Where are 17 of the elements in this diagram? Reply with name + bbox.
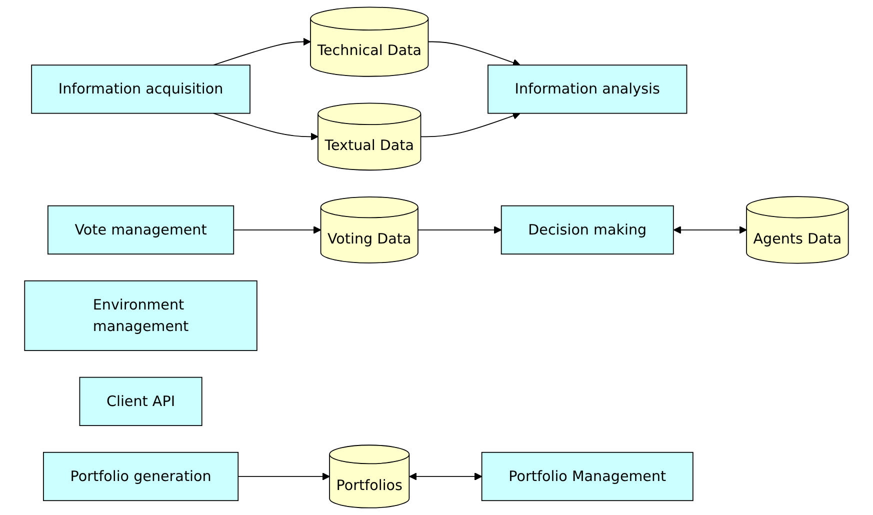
arrow bbox=[233, 226, 322, 234]
node-box: Information acquisition bbox=[31, 64, 250, 114]
node-box: Client API bbox=[79, 376, 202, 426]
arrow bbox=[673, 226, 747, 234]
arrow bbox=[428, 41, 520, 66]
node-box: Information analysis bbox=[488, 64, 688, 114]
arrow bbox=[418, 226, 502, 234]
arrow bbox=[213, 112, 318, 141]
arrow bbox=[213, 38, 311, 66]
arrow bbox=[420, 112, 520, 138]
node-box: Portfolio generation bbox=[43, 452, 239, 502]
node-box: Vote management bbox=[47, 205, 234, 254]
arrow bbox=[238, 472, 330, 480]
node-box: Portfolio Management bbox=[481, 452, 694, 502]
arrow bbox=[409, 472, 482, 480]
node-box: Environment management bbox=[24, 280, 258, 351]
node-box: Decision making bbox=[500, 205, 674, 254]
